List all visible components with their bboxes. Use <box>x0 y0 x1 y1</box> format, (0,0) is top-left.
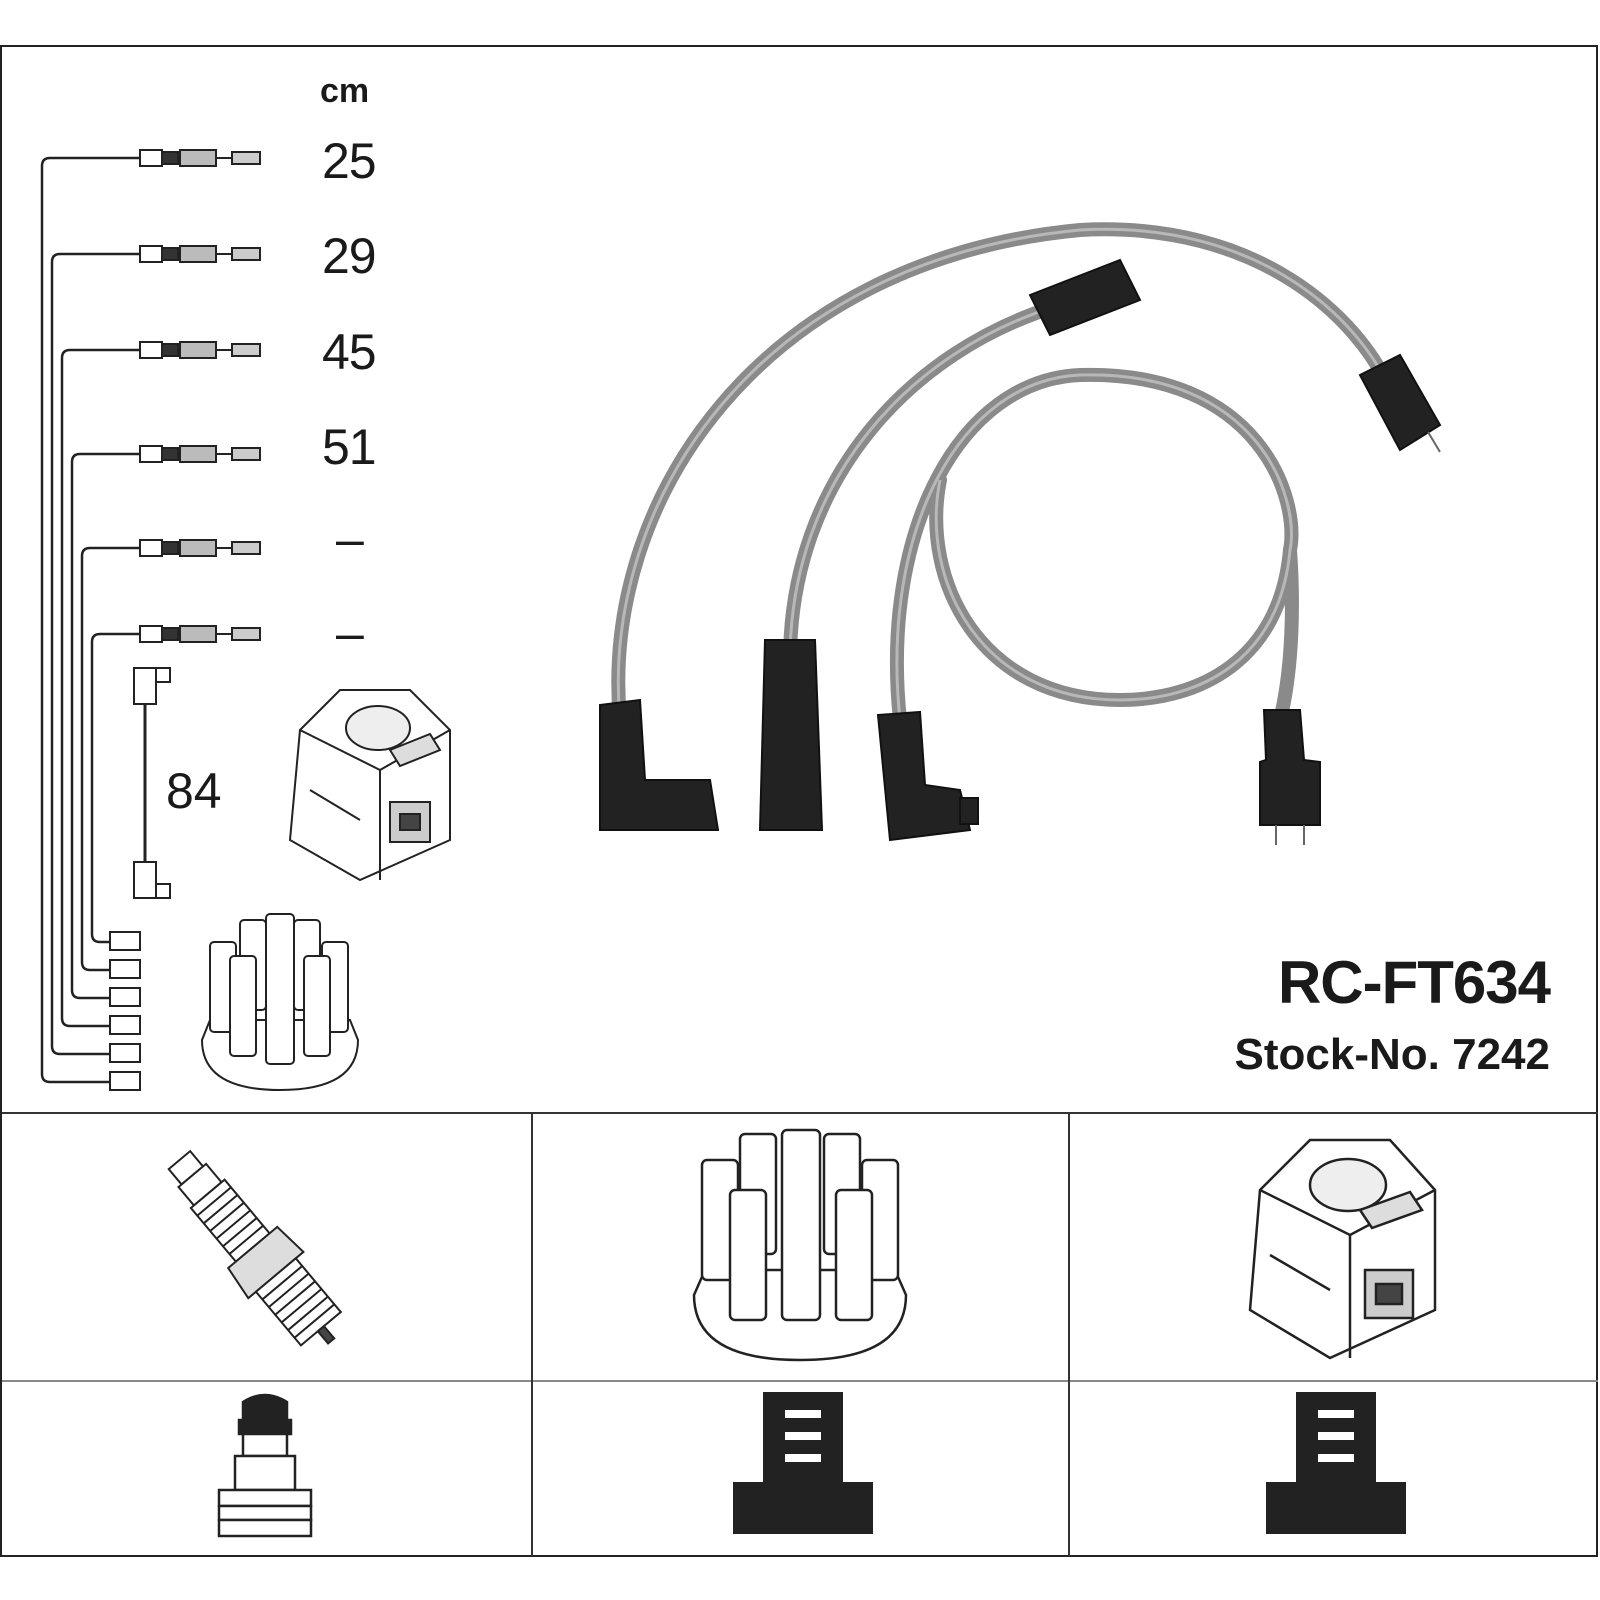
column-divider-1 <box>531 1112 533 1556</box>
cable-set-illustration <box>599 222 1442 845</box>
distributor-cap-icon <box>692 1128 908 1362</box>
tower-terminal-icon <box>733 1392 873 1534</box>
lead-connectors <box>139 149 261 643</box>
lead-schematic <box>40 149 451 1092</box>
lead-length-1: 25 <box>322 133 377 189</box>
coil-connector-right <box>1259 709 1321 826</box>
lead-length-5: – <box>336 511 364 567</box>
column-divider-2 <box>1068 1112 1070 1556</box>
straight-boot <box>758 639 824 831</box>
lead-length-3: 45 <box>322 324 377 380</box>
ignition-coil-icon <box>1248 1138 1437 1360</box>
part-number: RC-FT634 <box>1277 949 1551 1016</box>
row-divider <box>2 1380 1598 1382</box>
small-distributor-cap-icon <box>200 913 360 1092</box>
lead-length-4: 51 <box>322 419 377 475</box>
lead-length-2: 29 <box>322 228 377 284</box>
lead-length-6: – <box>336 605 364 661</box>
angled-boot-2 <box>876 710 972 842</box>
small-coil-icon <box>288 689 451 882</box>
unit-label: cm <box>320 72 370 110</box>
tower-terminal-icon-coil <box>1266 1392 1406 1534</box>
diagram-frame <box>0 45 1598 1557</box>
coil-lead-length: 84 <box>166 763 222 819</box>
coil-lead <box>133 667 171 899</box>
top-connector-right <box>1358 353 1442 452</box>
lead-end-connectors <box>109 931 141 1091</box>
spark-plug-icon <box>167 1149 343 1347</box>
stock-number: 7242 <box>1452 1030 1550 1079</box>
stock-number-line: Stock-No. 7242 <box>1235 1030 1550 1080</box>
angled-boot-1 <box>599 698 720 831</box>
cable-loop <box>889 367 1299 727</box>
stock-prefix: Stock-No. <box>1234 1030 1440 1079</box>
cable-right <box>1273 543 1299 727</box>
section-divider <box>2 1112 1598 1114</box>
cable-medium <box>783 298 1067 667</box>
plug-terminal-icon <box>217 1393 313 1538</box>
top-connector-middle <box>1028 258 1142 337</box>
